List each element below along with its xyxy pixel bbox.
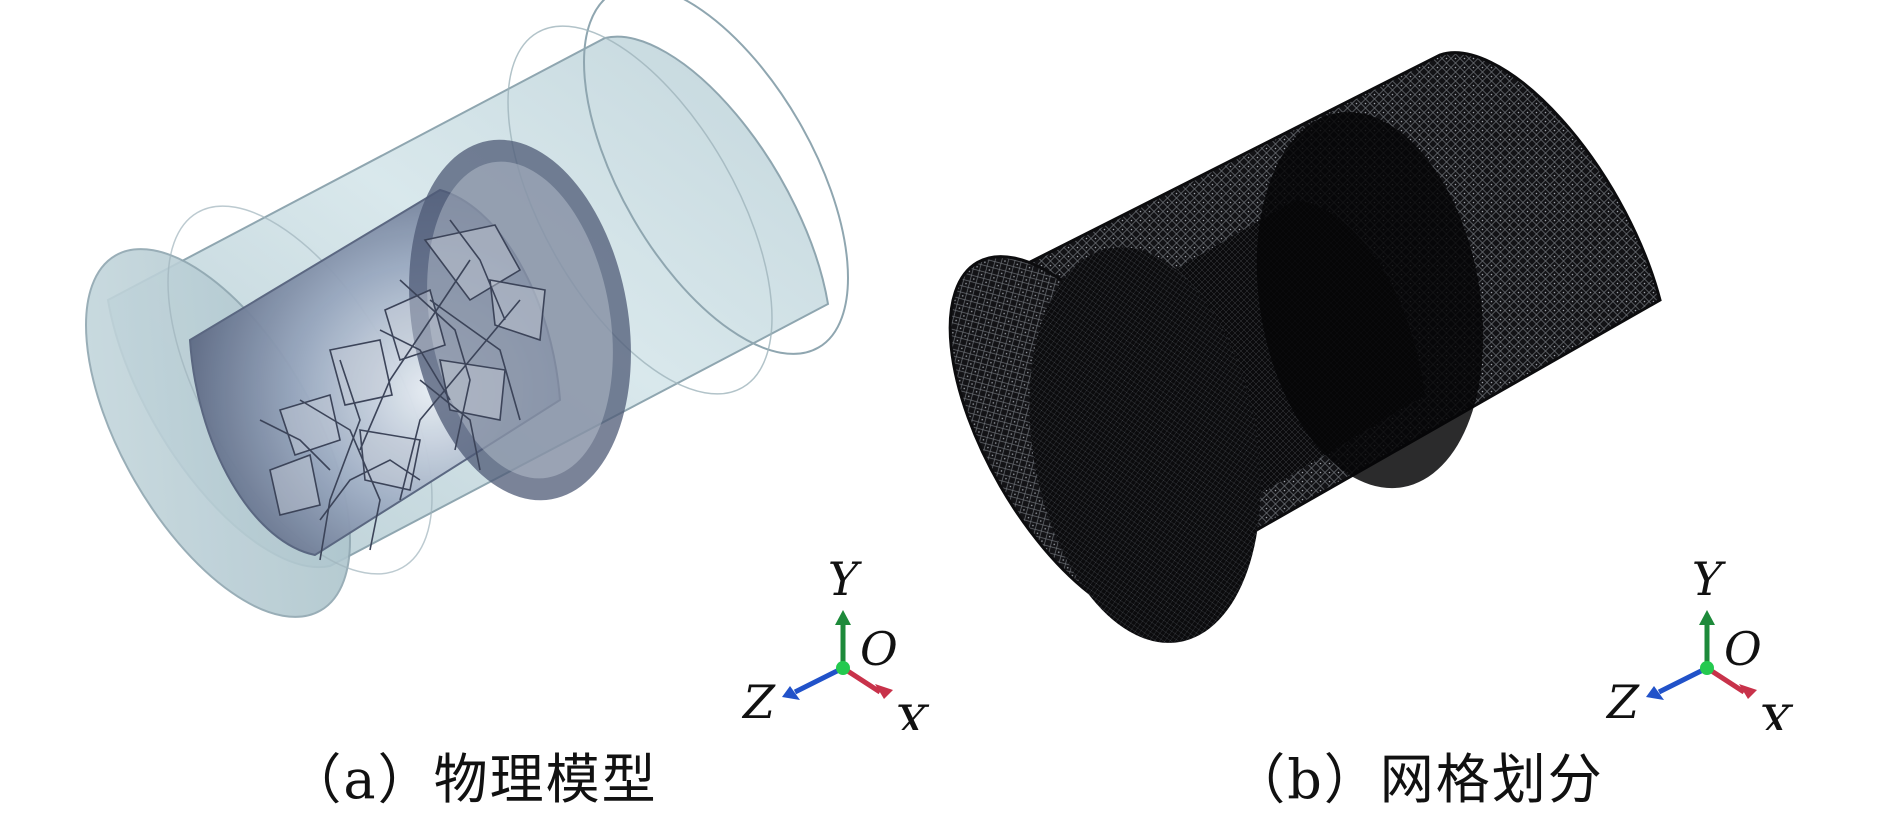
- panel-physical-model: Y O Z X （a）物理模型: [85, 0, 930, 811]
- physical-model-illustration: Y O Z X: [85, 0, 930, 730]
- z-axis-label: Z: [741, 675, 776, 729]
- z-axis-label: Z: [1605, 675, 1640, 729]
- y-axis-label: Y: [1692, 552, 1727, 606]
- z-axis-arrow: [1657, 665, 1709, 695]
- axis-triad-b: Y O Z X: [1605, 552, 1794, 730]
- y-axis-label: Y: [828, 552, 863, 606]
- axis-triad-a: Y O Z X: [741, 552, 930, 730]
- origin-label: O: [1724, 622, 1762, 676]
- x-axis-arrow: [1705, 665, 1746, 695]
- x-axis-label: X: [892, 695, 930, 730]
- x-axis-arrow: [841, 665, 882, 695]
- panel-mesh: Y O Z X （b）网格划分: [945, 0, 1890, 818]
- origin-dot: [1700, 661, 1714, 675]
- caption-a: （a）物理模型: [287, 748, 658, 811]
- fracture-network: [259, 219, 546, 561]
- x-axis-label: X: [1756, 695, 1794, 730]
- z-axis-arrow: [793, 665, 845, 695]
- inner-sample: [188, 139, 631, 557]
- mesh-inner-sample: [1029, 111, 1484, 643]
- caption-b: （b）网格划分: [1231, 748, 1604, 811]
- mesh-illustration: Y O Z X: [948, 51, 1794, 730]
- origin-dot: [836, 661, 850, 675]
- origin-label: O: [860, 622, 898, 676]
